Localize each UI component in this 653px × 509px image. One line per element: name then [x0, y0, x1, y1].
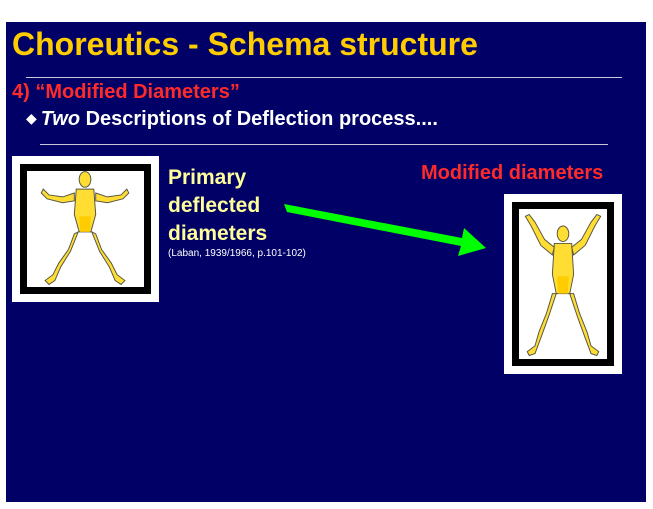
arms-up-figure-icon — [524, 213, 602, 357]
citation: (Laban, 1939/1966, p.101-102) — [168, 248, 306, 259]
slide: Choreutics - Schema structure 4) “Modifi… — [6, 22, 646, 502]
primary-deflected-label: Primary deflected diameters — [168, 166, 268, 245]
bullet-text: Descriptions of Deflection process.... — [80, 108, 438, 130]
section-heading: 4) “Modified Diameters” — [12, 81, 240, 103]
figure-frame-right — [504, 194, 622, 374]
modified-diameters-label: Modified diameters — [421, 162, 604, 184]
bullet-emphasis: Two — [40, 108, 81, 130]
divider-top — [26, 77, 622, 78]
diamond-bullet-icon: ◆ — [26, 110, 37, 126]
x-pose-figure-icon — [40, 171, 130, 286]
bullet-item: ◆Two Descriptions of Deflection process.… — [26, 108, 438, 131]
slide-title: Choreutics - Schema structure — [12, 26, 478, 62]
figure-frame-left — [12, 156, 159, 302]
divider-bottom — [40, 144, 608, 145]
